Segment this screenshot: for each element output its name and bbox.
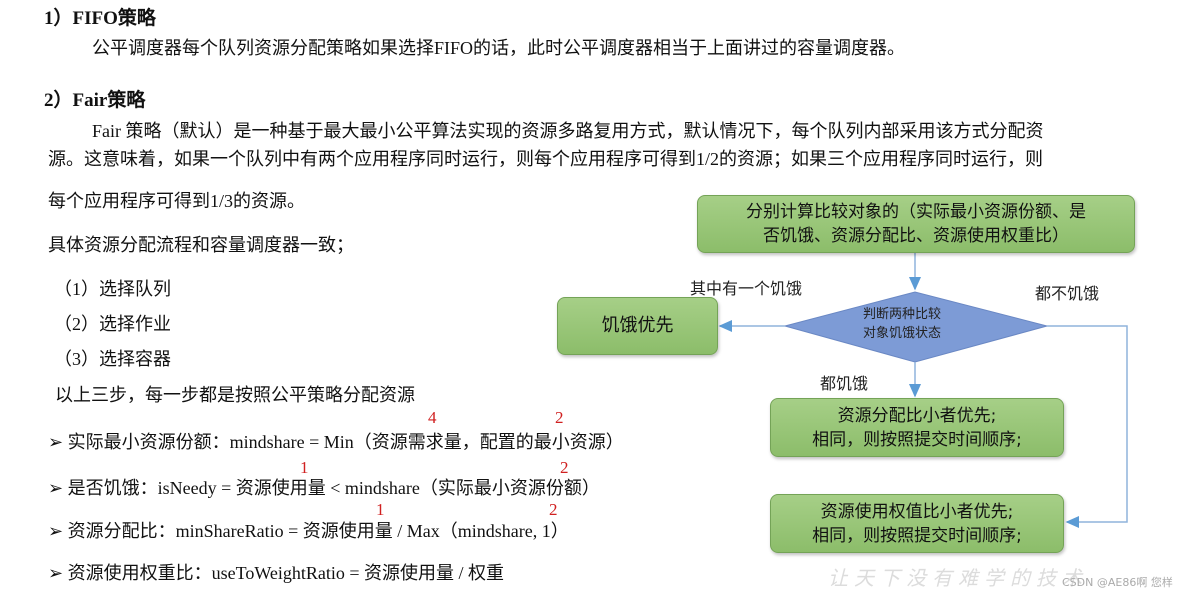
formula-annotation: 1 [376, 500, 385, 519]
formula-item: ➢ 是否饥饿：isNeedy = 资源使用量 < mindshare（实际最小资… [48, 478, 600, 498]
watermark: 让天下没有难学的技术 [828, 566, 1088, 590]
decision-text: 判断两种比较对象饥饿状态 [863, 307, 942, 341]
section1-heading: 1）FIFO策略 [44, 8, 156, 29]
arrowhead-bullet-icon: ➢ [48, 521, 68, 541]
arrow-to-weight-box [1047, 325, 1128, 528]
step-item: （2）选择作业 [54, 314, 171, 334]
arrowhead-bullet-icon: ➢ [48, 563, 68, 583]
formula-item: ➢ 实际最小资源份额：mindshare = Min（资源需求量，配置的最小资源… [48, 432, 624, 452]
starving-first-box: 饥饿优先 [557, 297, 718, 355]
label-none-starving: 都不饥饿 [1035, 284, 1100, 303]
ratio-priority-box: 资源分配比小者优先;相同，则按照提交时间顺序; [770, 398, 1064, 457]
arrowhead-bullet-icon: ➢ [48, 432, 68, 452]
formula-annotation: 2 [560, 458, 569, 477]
section2-para-line: 每个应用程序可得到1/3的资源。 [48, 191, 305, 211]
formula-annotation: 2 [555, 408, 564, 427]
formula-item: ➢ 资源使用权重比：useToWeightRatio = 资源使用量 / 权重 [48, 563, 505, 583]
step-item: （3）选择容器 [54, 349, 171, 369]
formula-annotation: 1 [300, 458, 309, 477]
flow-top-box: 分别计算比较对象的（实际最小资源份额、是否饥饿、资源分配比、资源使用权重比） [697, 195, 1135, 253]
weight-priority-box: 资源使用权值比小者优先;相同，则按照提交时间顺序; [770, 494, 1064, 553]
flow-intro: 具体资源分配流程和容量调度器一致； [48, 235, 354, 255]
formula-item: ➢ 资源分配比：minShareRatio = 资源使用量 / Max（mind… [48, 521, 569, 541]
section2-para-line: Fair 策略（默认）是一种基于最大最小公平算法实现的资源多路复用方式，默认情况… [92, 121, 1044, 141]
step-item: （1）选择队列 [54, 279, 171, 299]
csdn-watermark: CSDN @AE86啊 您样 [1062, 576, 1173, 589]
section2-para-line: 源。这意味着，如果一个队列中有两个应用程序同时运行，则每个应用程序可得到1/2的… [48, 149, 1043, 169]
steps-note: 以上三步，每一步都是按照公平策略分配资源 [55, 385, 415, 405]
section2-heading: 2）Fair策略 [44, 90, 146, 111]
formula-annotation: 4 [428, 408, 437, 427]
formula-annotation: 2 [549, 500, 558, 519]
label-both-starving: 都饥饿 [820, 374, 869, 393]
section1-text: 公平调度器每个队列资源分配策略如果选择FIFO的话，此时公平调度器相当于上面讲过… [92, 38, 906, 58]
label-one-starving: 其中有一个饥饿 [690, 279, 803, 298]
arrowhead-bullet-icon: ➢ [48, 478, 68, 498]
